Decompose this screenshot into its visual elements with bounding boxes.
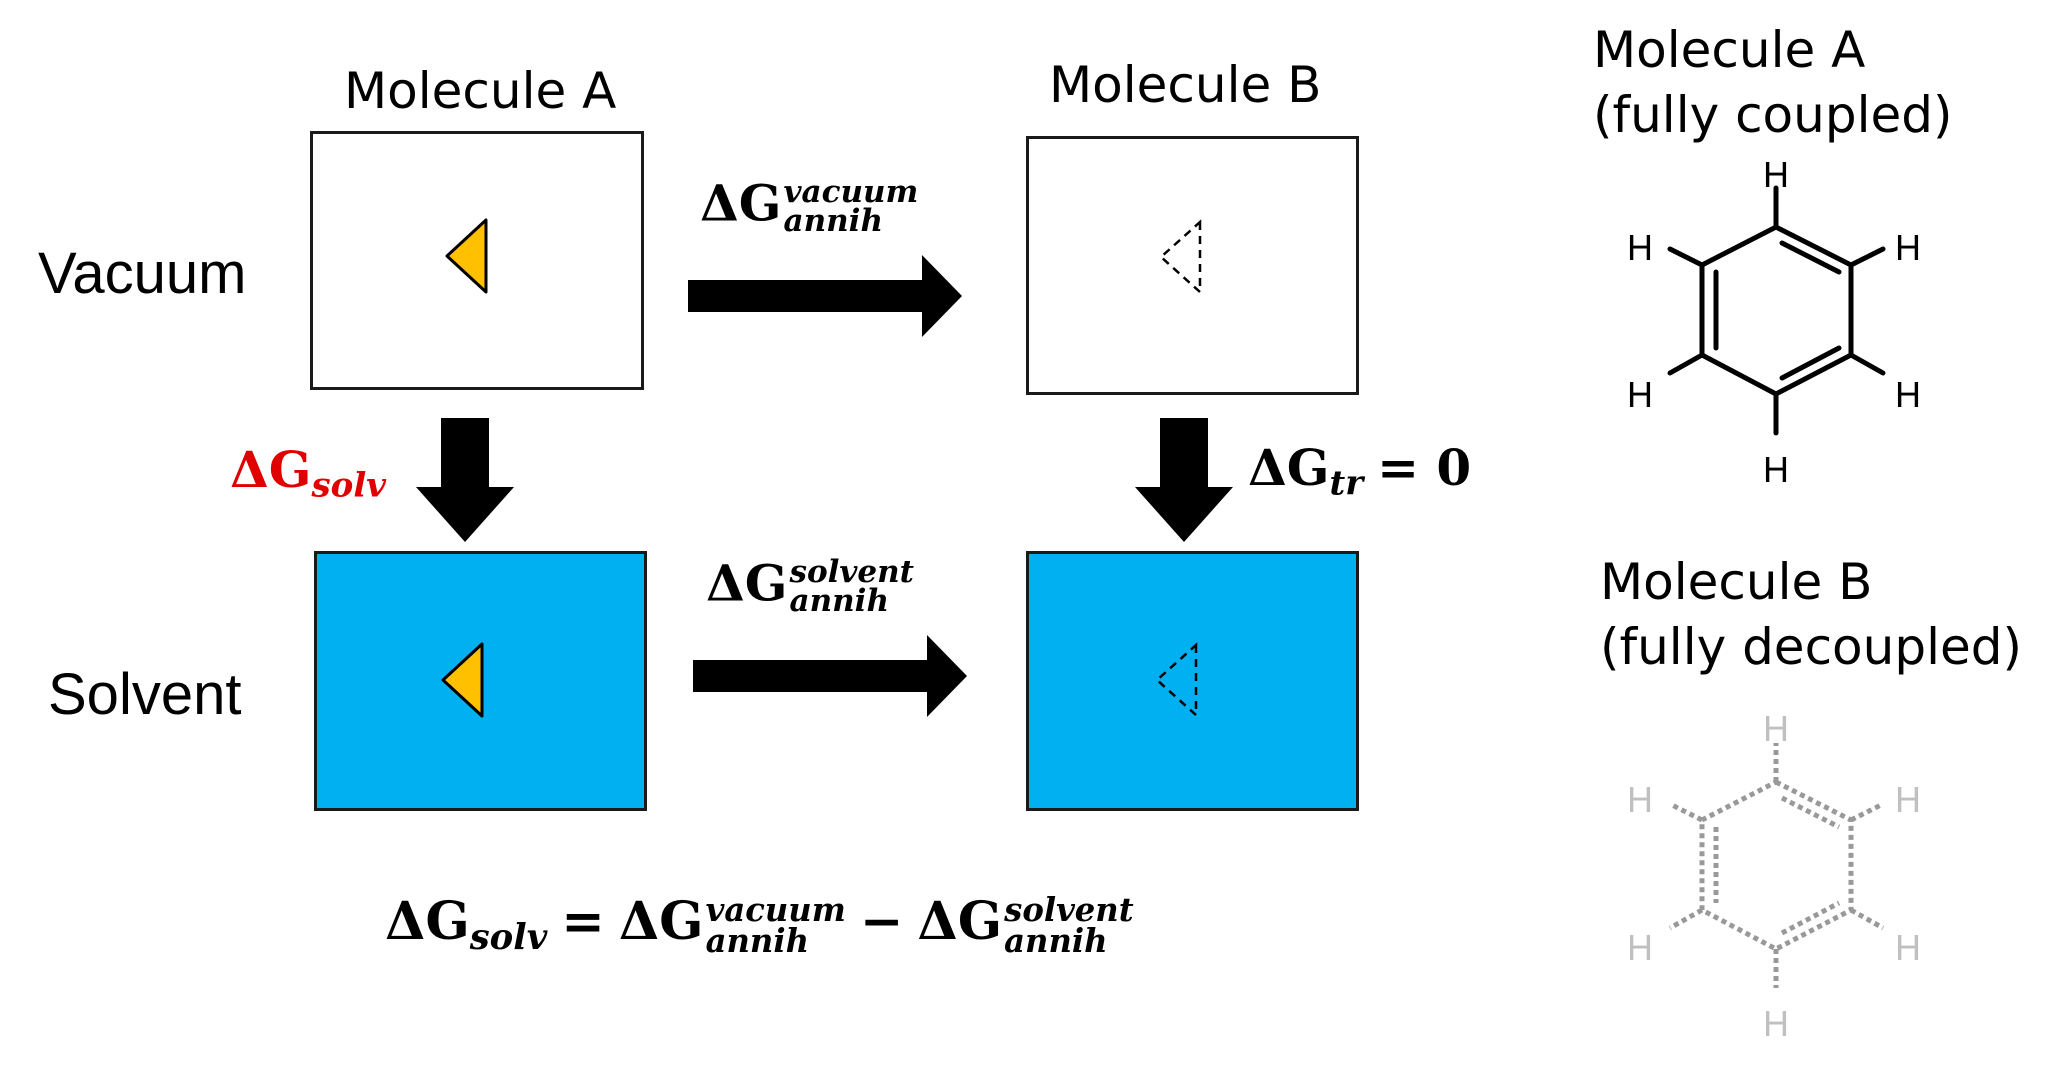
dashed-triangle-icon [1155,642,1198,718]
header-molecule-b: Molecule B [1049,56,1322,114]
box-solvent-molecule-b [1026,551,1359,811]
delta-g: ΔG [706,553,788,613]
atom-h-label: H [1627,779,1653,820]
side-title-molecule-b: Molecule B (fully decoupled) [1600,553,2022,676]
side-title-molecule-a: Molecule A (fully coupled) [1593,21,1953,144]
arrow-down-solv [416,418,514,542]
atom-h-label: H [1895,927,1921,968]
dashed-triangle-icon [1159,219,1202,295]
atom-h-label: H [1895,374,1921,415]
arrow-down-tr [1135,418,1233,542]
row-label-vacuum: Vacuum [38,241,247,306]
atom-h-label: H [1763,708,1789,749]
atom-h-label: H [1627,227,1653,268]
atom-h-label: H [1895,227,1921,268]
label-dg-tr: ΔGtr= 0 [1248,438,1472,504]
box-solvent-molecule-a [314,551,647,811]
arrow-right-solvent [693,635,967,717]
label-dg-solv: ΔGsolv [230,440,386,506]
header-molecule-a: Molecule A [344,62,617,120]
atom-h-label: H [1895,779,1921,820]
box-vacuum-molecule-b [1026,136,1359,395]
benzene-structure-icon [1667,185,1886,436]
dashed-benzene-structure-icon [1668,743,1885,988]
arrow-right-vacuum [688,255,962,337]
atom-h-label: H [1763,1003,1789,1044]
triangle-icon [445,218,488,294]
atom-h-label: H [1627,374,1653,415]
delta-g: ΔG [700,173,782,233]
atom-h-label: H [1763,154,1789,195]
atom-h-label: H [1627,927,1653,968]
atom-h-label: H [1763,449,1789,490]
row-label-solvent: Solvent [48,662,242,727]
triangle-icon [441,642,484,718]
